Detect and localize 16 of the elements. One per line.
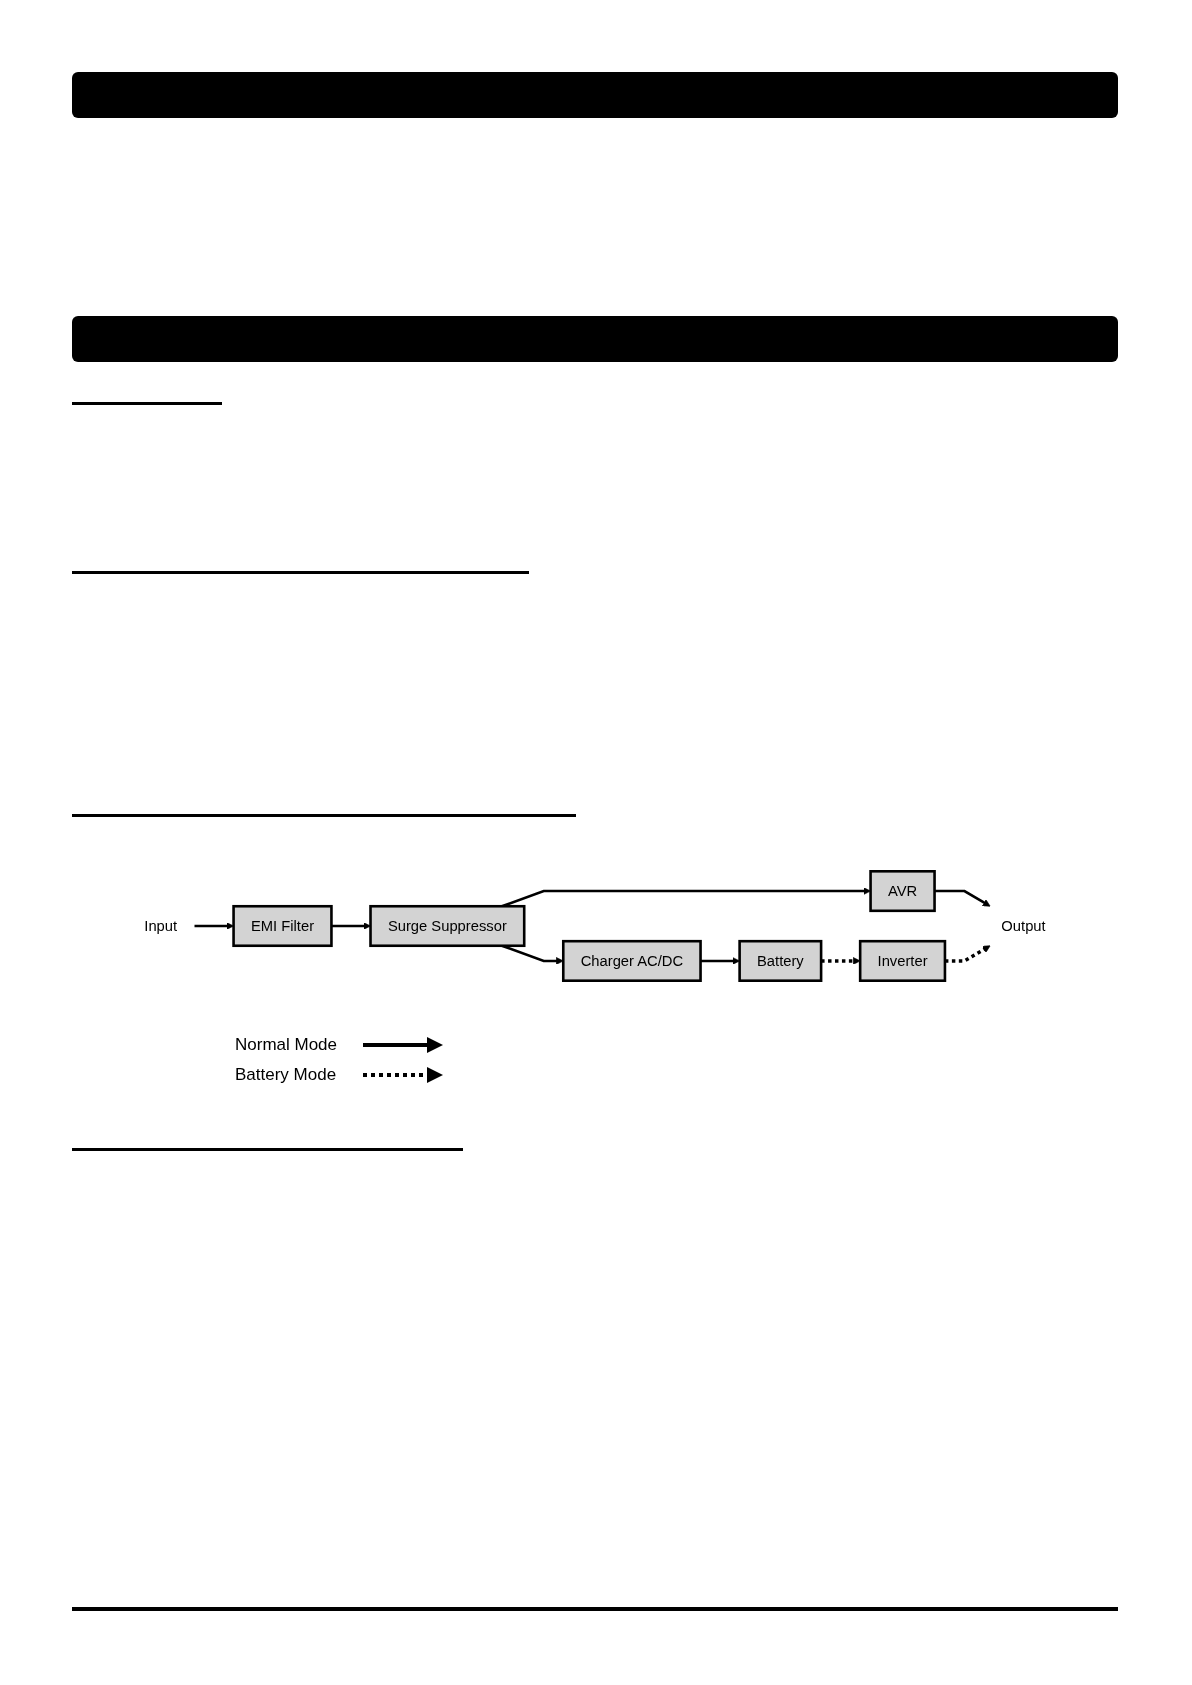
arrow: [944, 945, 991, 963]
arrow: [331, 922, 371, 930]
node-box: Inverter: [858, 939, 947, 982]
arrow: [934, 889, 991, 907]
node-box: EMI Filter: [232, 904, 333, 948]
legend-label: Battery Mode: [235, 1065, 338, 1085]
node-text: Input: [144, 917, 178, 935]
node-box: Charger AC/DC: [562, 939, 702, 982]
legend-label: Normal Mode: [235, 1035, 339, 1055]
arrow: [700, 957, 740, 965]
arrow: [821, 957, 861, 965]
node-box: Battery: [738, 939, 823, 982]
arrow: [194, 922, 234, 930]
node-box: Surge Suppressor: [369, 904, 526, 948]
node-box: AVR: [869, 870, 936, 913]
node-text: Output: [1001, 917, 1046, 935]
